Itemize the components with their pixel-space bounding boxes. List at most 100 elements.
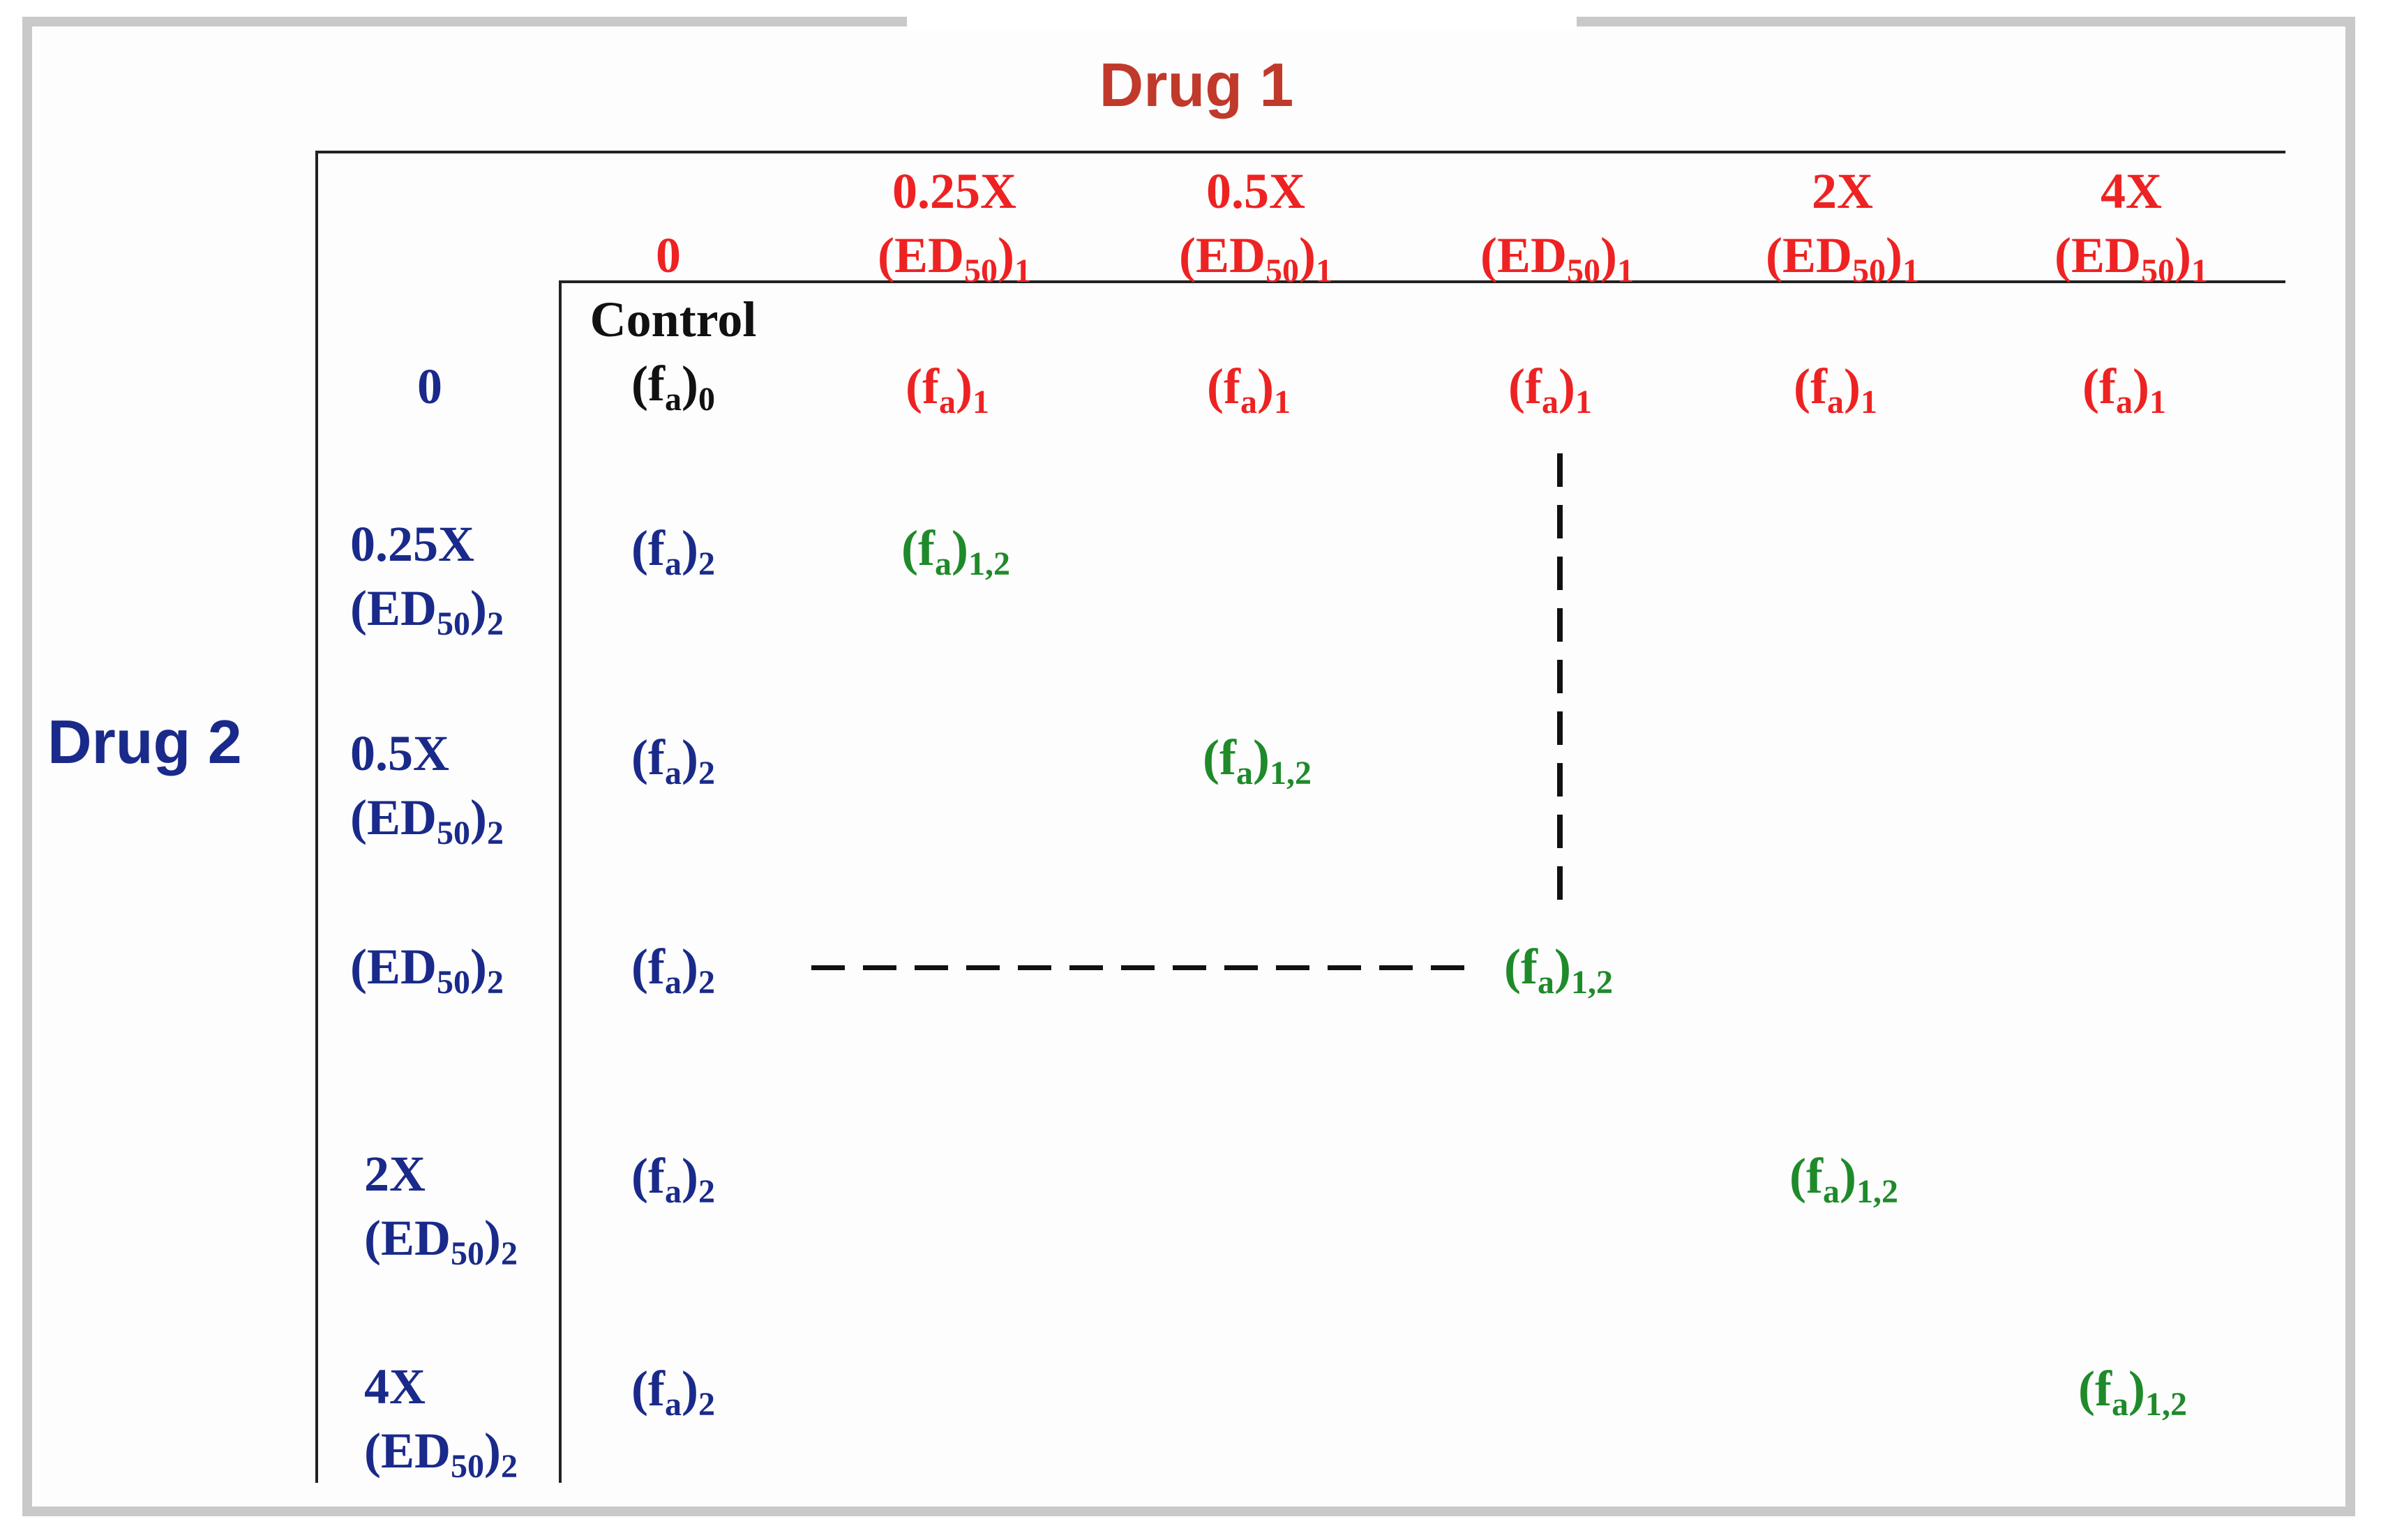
fa-subscript: a [664,1386,682,1423]
drug2-dose-header: 0 [417,354,442,418]
fa-combination-cell: (fa)1,2 [901,520,1010,582]
drug-index-subscript: 1,2 [1856,1173,1898,1210]
fa-drug1-cell: (fa)1 [1794,358,1877,421]
drug-index-subscript: 1,2 [1570,964,1613,1001]
drug-index-subscript: 1 [972,384,989,421]
frame-top-gap [907,13,1577,31]
drug-index-subscript: 1 [2149,384,2166,421]
fa-drug2-cell: (fa)2 [631,939,715,1001]
dose-base: (ED50)2 [350,580,504,642]
fa-drug2-cell: (fa)2 [631,520,715,582]
drug2-dose-header: 2X (ED50)2 [364,1142,518,1272]
fa-subscript: a [1240,384,1257,421]
fa-drug1-cell: (fa)1 [1207,358,1291,421]
fa-drug1-cell: (fa)1 [2082,358,2166,421]
drug-index-subscript: 1,2 [968,545,1010,582]
drug-index-subscript: 2 [486,605,504,642]
drug-index-subscript: 2 [698,1386,715,1423]
ed50-subscript: 50 [1567,252,1601,289]
ed50-subscript: 50 [437,964,470,1001]
dose-multiplier: 2X [364,1146,426,1202]
drug-index-subscript: 1,2 [1269,755,1312,792]
fa-subscript: a [664,755,682,792]
drug2-dose-header: (ED50)2 [350,935,504,999]
ed50-subscript: 50 [451,1235,484,1272]
table-top-rule [315,151,2285,153]
fa-subscript: a [2115,384,2133,421]
dashed-guide-horizontal [811,965,1481,970]
drug-index-subscript: 1 [2191,252,2208,289]
dose-multiplier: 0.25X [892,163,1016,219]
drug-index-subscript: 2 [698,545,715,582]
ed50-subscript: 50 [2141,252,2175,289]
dose-base: (ED50)2 [364,1210,518,1272]
fa-subscript: a [938,384,956,421]
drug1-dose-header: 0 [656,159,681,287]
drug-index-subscript: 2 [500,1235,518,1272]
drug1-title: Drug 1 [1099,50,1294,119]
drug1-dose-header: 2X(ED50)1 [1766,159,1919,289]
drug2-title: Drug 2 [47,707,242,776]
dose-multiplier: 0.25X [350,516,474,572]
drug-index-subscript: 1 [1616,252,1634,289]
drug1-dose-header: 0.25X (ED50)1 [878,159,1031,289]
drug1-dose-header: 0.5X(ED50)1 [1179,159,1332,289]
fa-control: (fa)0 [631,356,715,418]
drug-index-subscript: 1 [1273,384,1291,421]
drug1-dose-header: (ED50)1 [1480,159,1634,289]
dose-base: (ED50)2 [350,790,504,852]
dose-base: (ED50)1 [1766,227,1919,289]
control-label: Control [589,292,757,347]
dose-multiplier: 4X [2100,163,2162,219]
table-left-rule [315,151,318,1483]
dose-multiplier [656,159,681,223]
drug1-dose-header: 4X (ED50)1 [2055,159,2208,289]
dose-base: (ED50)1 [2055,227,2208,289]
drug-index-subscript: 2 [486,964,504,1001]
drug-index-subscript: 2 [698,1173,715,1210]
fa-subscript: a [934,545,952,582]
fa-subscript: a [1826,384,1844,421]
fa-subscript: a [2111,1386,2128,1423]
ed50-subscript: 50 [1265,252,1300,289]
fa-drug2-cell: (fa)2 [631,1148,715,1210]
row-header-rule [559,280,562,1483]
fa-subscript: a [664,1173,682,1210]
ed50-subscript: 50 [437,605,470,642]
fa-drug1-cell: (fa)1 [1508,358,1592,421]
fa-combination-cell: (fa)1,2 [1203,730,1312,792]
ed50-subscript: 50 [964,252,998,289]
ed50-subscript: 50 [437,815,470,852]
dose-base: (ED50)1 [1480,227,1634,289]
drug2-dose-header: 0.25X (ED50)2 [350,512,504,642]
drug2-dose-header: 4X (ED50)2 [364,1354,518,1485]
drug-index-subscript: 1 [1014,252,1031,289]
fa-drug2-cell: (fa)2 [631,1361,715,1423]
drug-index-subscript: 2 [698,755,715,792]
drug2-dose-header: 0.5X (ED50)2 [350,721,504,850]
drug-index-subscript: 1,2 [2145,1386,2187,1423]
fa-combination-cell: (fa)1,2 [2078,1361,2187,1423]
dose-base: (ED50)1 [878,227,1031,289]
drug-index-subscript: 0 [698,381,715,418]
drug-index-subscript: 2 [486,815,504,852]
fa-subscript: a [1235,755,1253,792]
dose-multiplier: 4X [364,1359,426,1414]
fa-subscript: a [664,381,682,418]
fa-drug1-cell: (fa)1 [906,358,989,421]
fa-combination-cell: (fa)1,2 [1504,939,1613,1001]
fa-subscript: a [1541,384,1558,421]
dose-multiplier: 0.5X [1205,163,1305,219]
fa-subscript: a [1537,964,1554,1001]
control-cell: Control (fa)0 [590,287,757,416]
dose-base: (ED50)2 [364,1423,518,1485]
dose-base: (ED50)2 [350,939,504,1001]
dose-multiplier [1480,159,1634,223]
dashed-guide-vertical [1557,453,1563,908]
dose-base: 0 [417,358,442,414]
ed50-subscript: 50 [1852,252,1886,289]
dose-multiplier: 0.5X [350,725,449,781]
drug-index-subscript: 1 [1860,384,1877,421]
header-bottom-rule [562,280,2285,283]
drug-index-subscript: 2 [698,964,715,1001]
